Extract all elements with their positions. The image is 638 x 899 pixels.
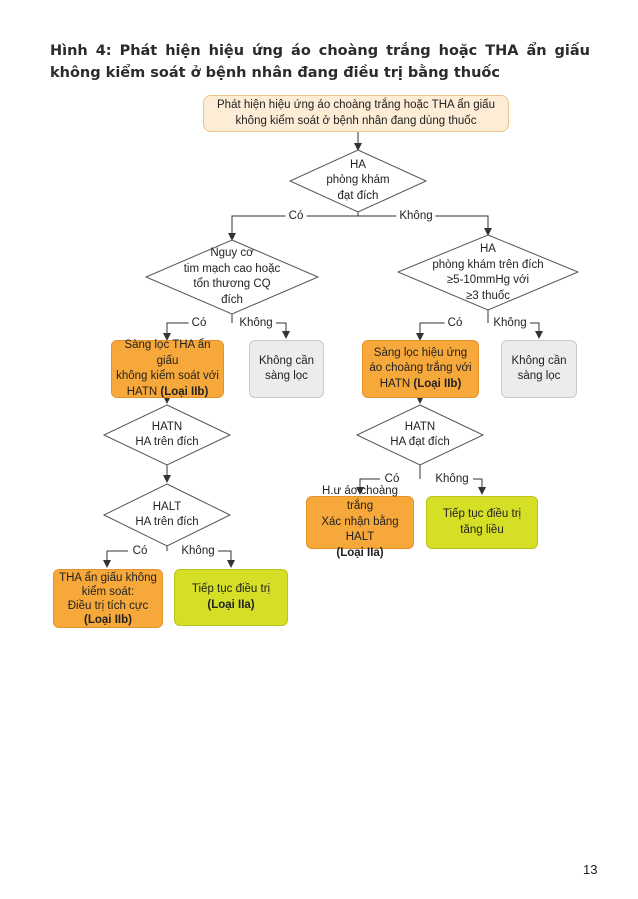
continue-treatment-class: (Loại IIa) [207,598,255,611]
label-no-risk: Không [236,316,276,330]
decision-ha-line-2: phòng khám [326,174,390,187]
decision-ha-line-1: HA [350,158,366,171]
whitecoat-confirm-line-1: H.ư áo choàng trắng [321,484,399,513]
label-no-hatn-target: Không [432,472,472,486]
continue-treatment-line-1: Tiếp tục điều trị [191,583,271,595]
edge-haabove-no [530,322,543,339]
decision-hatn-target-line-2: HA đạt đích [390,436,450,448]
start-line-2: không kiểm soát ở bệnh nhân đang dùng th… [235,114,477,127]
continue-treatment-box: Tiếp tục điều trị (Loại IIa) [174,569,288,626]
edge-hatn-right-no [473,478,486,495]
decision-hatn-above-line-2: HA trên đích [135,436,199,448]
label-no-ha: Không [396,209,436,223]
label-yes-risk: Có [188,316,210,330]
decision-halt-shape [102,483,232,547]
decision-ha-above-line-4: ≥3 thuốc [465,289,511,302]
start-box: Phát hiện hiệu ứng áo choàng trắng hoặc … [203,95,509,132]
edge-ha-yes [228,215,283,241]
edge-risk-no [276,322,290,339]
continue-increase-box: Tiếp tục điều trị tăng liều [426,496,538,549]
decision-hatn-target: HATN HA đạt đích [370,408,470,462]
screen-whitecoat-line-3a: HATN [379,377,414,390]
decision-risk-line-2: tim mạch cao hoặc [183,262,281,275]
label-no-halt: Không [178,544,218,558]
no-screen-right-line-1: Không cần [511,354,567,367]
decision-ha: HA phòng khám đạt đích [310,151,406,211]
edge-hatn-right-yes [356,478,380,495]
decision-ha-above-line-3: ≥5-10mmHg với [446,274,530,286]
label-yes-hatn-target: Có [381,472,403,486]
decision-ha-above: HA phòng khám trên đích ≥5-10mmHg với ≥3… [413,238,563,308]
screen-masked-line-1: Sàng lọc THA ẩn giấu [124,339,211,367]
decision-hatn-target-line-1: HATN [404,420,436,433]
decision-ha-line-3: đạt đích [337,189,379,202]
label-yes-haabove: Có [444,316,466,330]
screen-whitecoat-line-1: Sàng lọc hiệu ứng [373,346,468,359]
decision-risk-line-4: đích [221,293,243,306]
label-yes-halt: Có [129,544,151,558]
screen-whitecoat-line-2: áo choàng trắng với [369,362,472,375]
decision-hatn-above-line-1: HATN [151,420,183,433]
whitecoat-confirm-class: (Loại IIa) [336,546,384,559]
screen-whitecoat-box: Sàng lọc hiệu ứng áo choàng trắng với HA… [362,340,479,398]
whitecoat-confirm-line-2: Xác nhận bằng HALT [321,515,399,544]
decision-halt-line-2: HA trên đích [135,516,199,528]
masked-uncontrolled-class: (Loại IIb) [84,613,132,626]
decision-hatn-above-shape [102,404,232,466]
masked-uncontrolled-line-3: Điều trị tích cực [67,599,149,612]
decision-halt-line-1: HALT [152,500,182,513]
decision-risk-shape [144,239,320,315]
page-number: 13 [583,862,598,877]
screen-masked-line-3: HATN (Loại IIb) [127,385,209,401]
label-yes-ha: Có [285,209,307,223]
decision-risk-line-3: tổn thương CQ [193,278,271,290]
start-line-1: Phát hiện hiệu ứng áo choàng trắng hoặc … [217,99,495,111]
continue-increase-line-1: Tiếp tục điều trị [442,508,522,520]
decision-ha-shape [288,149,428,213]
edge-haabove-yes [416,322,446,341]
figure-title: Hình 4: Phát hiện hiệu ứng áo choàng trắ… [50,43,590,81]
edge-risk-yes [163,322,190,341]
decision-ha-above-line-2: phòng khám trên đích [432,258,544,271]
screen-masked-line-2: không kiểm soát với [116,370,219,382]
screen-masked-class: (Loại IIb) [160,385,209,398]
screen-masked-line-3a: HATN [126,385,161,398]
decision-risk: Nguy cơ tim mạch cao hoặc tổn thương CQ … [164,242,300,312]
screen-whitecoat-line-3: HATN (Loại IIb) [380,377,462,393]
whitecoat-confirm-box: H.ư áo choàng trắng Xác nhận bằng HALT (… [306,485,414,559]
decision-risk-line-1: Nguy cơ [210,247,254,259]
decision-hatn-above: HATN HA trên đích [117,408,217,462]
no-screen-right-line-2: sàng lọc [517,370,561,382]
no-screen-left-box: Không cần sàng lọc [249,340,324,398]
edge-ha-no [437,215,492,236]
edge-halt-no [218,550,235,568]
masked-uncontrolled-line-2: kiểm soát: [81,585,135,598]
masked-uncontrolled-box: THA ẩn giấu không kiểm soát: Điều trị tí… [53,569,163,628]
continue-increase-line-2: tăng liều [460,523,504,536]
screen-masked-box: Sàng lọc THA ẩn giấu không kiểm soát với… [111,339,224,401]
decision-ha-above-line-1: HA [480,243,496,255]
label-no-haabove: Không [490,316,530,330]
decision-hatn-target-shape [355,404,485,466]
masked-uncontrolled-line-1: THA ẩn giấu không [59,571,157,584]
decision-halt: HALT HA trên đích [117,487,217,543]
no-screen-left-line-2: sàng lọc [265,370,308,382]
no-screen-left-line-1: Không cần [259,354,314,367]
decision-ha-above-shape [396,234,580,311]
no-screen-right-box: Không cần sàng lọc [501,340,577,398]
screen-whitecoat-class: (Loại IIb) [413,377,462,390]
edge-halt-yes [103,550,128,568]
